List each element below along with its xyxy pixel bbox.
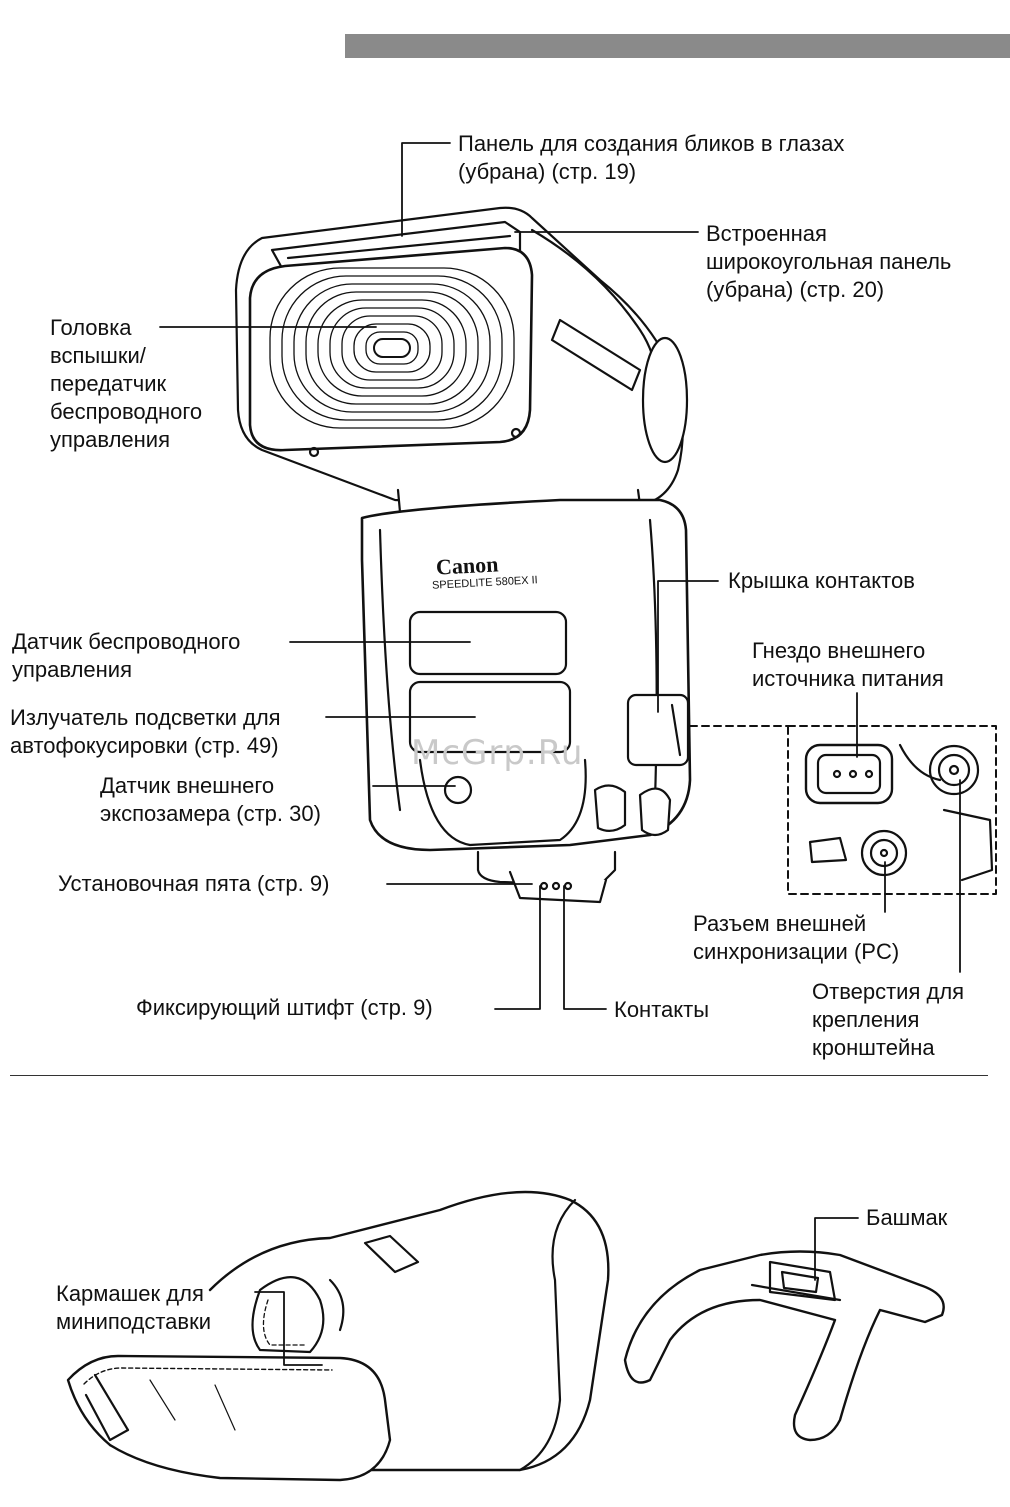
section-header-bar	[345, 34, 1010, 58]
label-contact-cover: Крышка контактов	[728, 568, 915, 593]
soft-case	[66, 1190, 610, 1482]
section-divider	[10, 1075, 988, 1076]
label-shoe: Башмак	[866, 1205, 948, 1230]
fresnel-rings	[269, 267, 515, 429]
label-eye-panel: Панель для создания бликов в глазах(убра…	[458, 131, 845, 184]
mini-stand	[623, 1217, 945, 1442]
callout-lines	[159, 142, 961, 1010]
connector-inset	[689, 725, 997, 895]
label-locking-pin: Фиксирующий штифт (стр. 9)	[136, 995, 433, 1020]
label-mounting-foot: Установочная пята (стр. 9)	[58, 871, 330, 896]
flash-body	[360, 488, 692, 904]
label-contacts: Контакты	[614, 997, 710, 1022]
watermark: McGrp.Ru	[411, 733, 584, 773]
flash-head	[234, 206, 689, 507]
